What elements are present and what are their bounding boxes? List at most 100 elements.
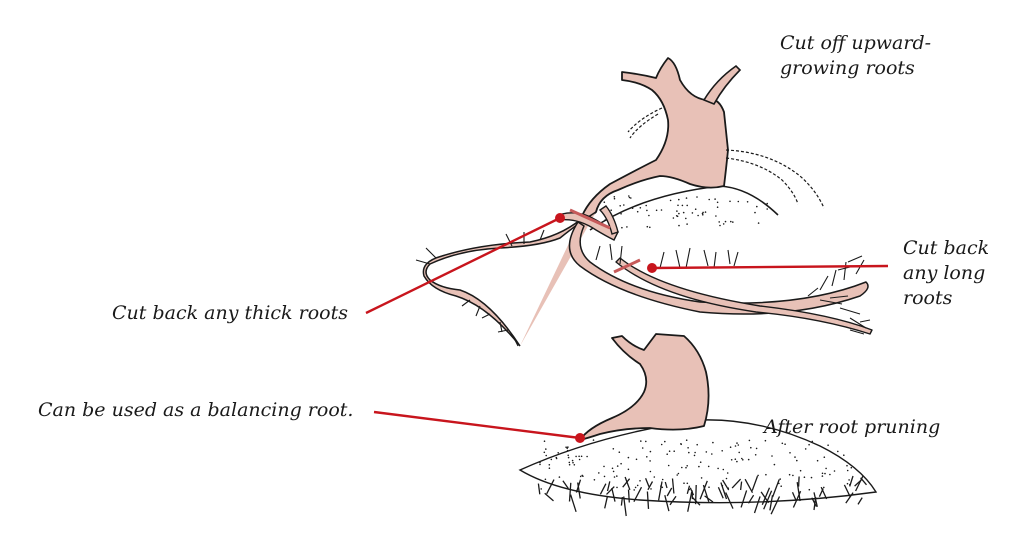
soil-speck	[666, 453, 668, 455]
soil-speck	[580, 476, 582, 478]
soil-speck	[701, 477, 703, 479]
label-after: After root pruning	[764, 415, 940, 440]
soil-speck	[708, 486, 710, 488]
soil-speck	[669, 450, 671, 452]
soil-speck	[774, 464, 776, 466]
soil-speck	[705, 211, 707, 213]
soil-speck	[702, 214, 704, 216]
soil-speck	[619, 451, 621, 453]
upward-root-cut-right-2	[726, 158, 798, 204]
soil-speck	[851, 467, 853, 469]
soil-speck	[696, 196, 698, 198]
soil-speck	[620, 463, 622, 465]
soil-speck	[678, 199, 680, 201]
soil-speck	[664, 441, 666, 443]
soil-speck	[614, 198, 616, 200]
soil-speck	[685, 218, 687, 220]
soil-speck	[738, 444, 740, 446]
soil-speck	[642, 447, 644, 449]
soil-speck	[604, 219, 606, 221]
soil-speck	[780, 485, 782, 487]
soil-speck	[635, 487, 637, 489]
soil-speck	[718, 221, 720, 223]
soil-speck	[628, 457, 630, 459]
soil-speck	[719, 225, 721, 227]
soil-speck	[581, 475, 583, 477]
soil-speck	[727, 472, 729, 474]
soil-speck	[650, 471, 652, 473]
soil-speck	[661, 444, 663, 446]
soil-speck	[758, 222, 760, 224]
soil-speck	[808, 444, 810, 446]
soil-speck	[765, 440, 767, 442]
soil-speck	[692, 212, 694, 214]
soil-speck	[687, 447, 689, 449]
soil-speck	[676, 210, 678, 212]
soil-speck	[545, 455, 547, 457]
label-cut-long-line1: Cut back	[903, 236, 989, 261]
soil-speck	[656, 210, 658, 212]
soil-speck	[650, 488, 652, 490]
soil-speck	[640, 440, 642, 442]
soil-speck	[574, 464, 576, 466]
soil-speck	[544, 440, 546, 442]
soil-speck	[581, 456, 583, 458]
soil-speck	[723, 469, 725, 471]
soil-speck	[632, 207, 634, 209]
soil-speck	[661, 209, 663, 211]
soil-speck	[646, 456, 648, 458]
soil-speck	[800, 470, 802, 472]
branch-top-right	[704, 66, 740, 104]
upward-root-cut-right	[726, 150, 824, 208]
label-cut-long-line3: roots	[903, 286, 989, 311]
soil-speck	[757, 475, 759, 477]
soil-speck	[633, 489, 635, 491]
soil-speck	[756, 448, 758, 450]
soil-speck	[539, 464, 541, 466]
soil-speck	[784, 443, 786, 445]
label-cut-upward-line2: growing roots	[780, 56, 931, 81]
soil-speck	[610, 209, 612, 211]
soil-speck	[569, 462, 571, 464]
soil-speck	[614, 196, 616, 198]
soil-speck	[730, 446, 732, 448]
soil-speck	[747, 201, 749, 203]
root-hair	[629, 490, 630, 503]
soil-speck	[604, 201, 606, 203]
soil-speck	[735, 458, 737, 460]
soil-speck	[556, 457, 558, 459]
soil-speck	[749, 440, 751, 442]
soil-speck	[686, 197, 688, 199]
trunk-bottom	[580, 334, 709, 440]
soil-speck	[639, 480, 641, 482]
soil-speck	[721, 450, 723, 452]
soil-speck	[723, 223, 725, 225]
label-cut-upward-line1: Cut off upward-	[780, 31, 931, 56]
soil-speck	[732, 221, 734, 223]
label-cut-long-line2: any long	[903, 261, 989, 286]
soil-speck	[708, 466, 710, 468]
soil-speck	[604, 476, 606, 478]
soil-speck	[717, 206, 719, 208]
soil-speck	[650, 451, 652, 453]
soil-speck	[598, 472, 600, 474]
pointers	[366, 213, 888, 443]
soil-speck	[700, 461, 702, 463]
soil-speck	[628, 469, 630, 471]
root-long-left	[423, 212, 596, 346]
pointer-dot-balancing	[575, 433, 585, 443]
soil-speck	[827, 444, 829, 446]
soil-speck	[792, 475, 794, 477]
soil-speck	[695, 208, 697, 210]
soil-speck	[549, 467, 551, 469]
soil-speck	[729, 201, 731, 203]
soil-speck	[817, 460, 819, 462]
label-cut-upward: Cut off upward- growing roots	[780, 31, 931, 81]
soil-speck	[572, 460, 574, 462]
soil-speck	[648, 215, 650, 217]
upward-root-cut-left	[628, 108, 662, 132]
soil-speck	[567, 450, 569, 452]
soil-speck	[593, 439, 595, 441]
